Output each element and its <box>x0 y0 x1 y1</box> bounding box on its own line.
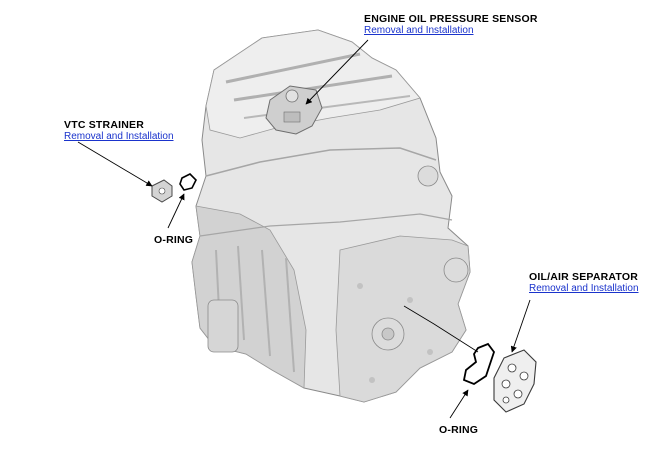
oil-pressure-sensor-link[interactable]: Removal and Installation <box>364 25 474 36</box>
vtc-strainer-title: VTC STRAINER <box>64 119 144 131</box>
o-ring-top-label: O-RING <box>154 234 194 246</box>
callout-oil-pressure-sensor: ENGINE OIL PRESSURE SENSOR Removal and I… <box>364 13 538 37</box>
engine-block <box>191 29 471 403</box>
callout-vtc-strainer: VTC STRAINER Removal and Installation <box>64 119 174 143</box>
oil-pressure-sensor-title: ENGINE OIL PRESSURE SENSOR <box>364 13 538 25</box>
vtc-strainer-part <box>151 179 173 203</box>
leader-lines <box>77 39 531 419</box>
oil-air-separator-title: OIL/AIR SEPARATOR <box>529 271 638 283</box>
leader-oil-pressure-sensor <box>305 39 369 105</box>
o-ring-top-part <box>179 173 197 191</box>
leader-vtc-strainer <box>77 141 153 187</box>
o-ring-bottom-label: O-RING <box>439 424 479 436</box>
leader-o-ring-top <box>167 193 185 229</box>
callout-oil-air-separator: OIL/AIR SEPARATOR Removal and Installati… <box>529 271 639 295</box>
vtc-strainer-link[interactable]: Removal and Installation <box>64 131 174 142</box>
oil-air-separator-link[interactable]: Removal and Installation <box>529 283 639 294</box>
gasket-mount-line <box>403 305 479 353</box>
leader-oil-air-separator <box>510 299 531 353</box>
oil-air-separator-part <box>493 349 537 413</box>
o-ring-bottom-part <box>462 342 496 386</box>
leader-o-ring-bottom <box>449 389 469 419</box>
